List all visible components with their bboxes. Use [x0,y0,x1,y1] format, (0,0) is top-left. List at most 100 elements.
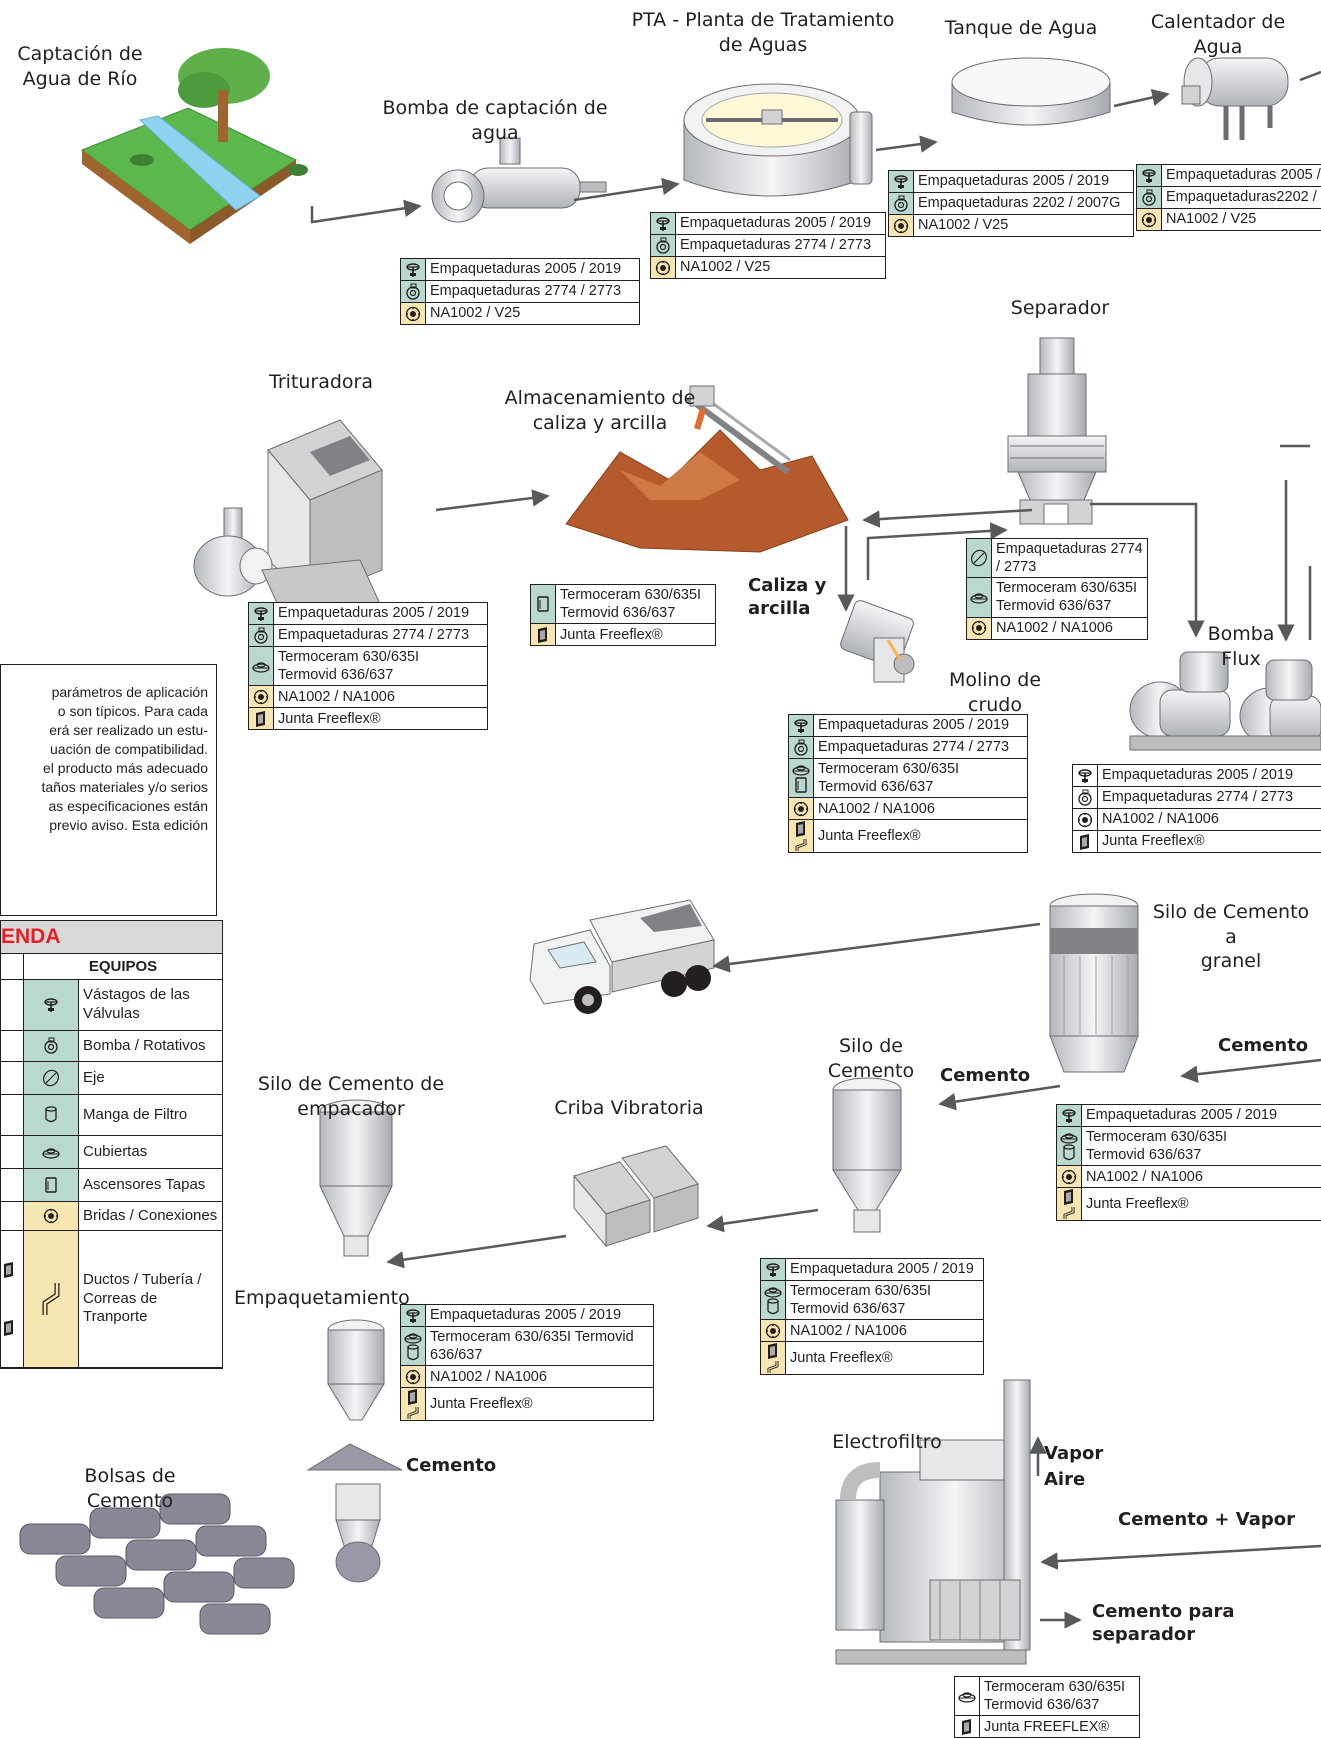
product-line: Termoceram 630/635I [560,587,702,603]
valve-stem-icon [401,1305,426,1326]
river-illustration [80,48,308,244]
legend-item: Cubiertas [1,1136,222,1169]
cover-bag-icon [1057,1127,1082,1166]
note-line: parámetros de aplicación [51,684,208,700]
legend-label: Bridas / Conexiones [83,1206,218,1224]
table-cell-product: Empaquetaduras 2774 / 2773 [676,235,875,256]
product-line: NA1002 / NA1006 [1086,1168,1203,1185]
pump-illustration-1 [431,137,607,223]
product-line: Termovid 636/637 [996,598,1112,615]
note-line: o son típicos. Para cada [57,703,208,719]
table-cell-product: Empaquetaduras 2774 / 2773 [426,281,625,302]
product-line: Junta Freeflex® [278,710,381,727]
table-cell-product: Empaquetaduras 2774 / 2773 [274,625,473,646]
flange-icon [761,1320,786,1342]
product-line: Junta Freeflex® [430,1396,533,1413]
legend-label: Ductos / Tubería / Correas de Tranporte [83,1270,202,1326]
table-row: Empaquetaduras 2005 / 2019 [249,603,487,624]
product-line: Termoceram 630/635I [278,649,420,665]
product-line: Empaquetaduras 2005 / 2019 [430,261,622,278]
bulk-silo-illustration [1049,893,1139,1073]
table-row: Empaquetaduras 2774/ 2773 [967,539,1147,578]
product-line: Termovid 636/637 [278,667,394,684]
table-row: NA1002 / V25 [401,302,639,324]
label-silo-granel: Silo de Cemento a granel [1152,901,1310,973]
legend-subheader: EQUIPOS [1,954,222,980]
table-row: Empaquetaduras2202 / [1137,186,1321,208]
pump-icon [1137,187,1162,208]
water-tank-illustration [951,57,1111,126]
table-row: NA1002 / NA1006 [789,797,1027,820]
separator-illustration [1007,337,1107,525]
legend-left-cell [1,1169,24,1201]
flange-icon [789,798,814,820]
flange-icon [1057,1166,1082,1188]
label-cemento-3: Cemento [406,1455,497,1476]
table-cell-product: Empaquetaduras 2774 / 2773 [1098,787,1297,808]
pump-icon [789,737,814,758]
valve-stem-icon [789,715,814,736]
legend-label: Cubiertas [83,1142,148,1160]
table-row: Junta Freeflex® [531,623,715,646]
product-line: Empaquetaduras 2774 [996,541,1143,557]
table-row: Empaquetaduras 2005 / 2019 [651,213,885,234]
product-line: Empaquetaduras 2005 / 2019 [680,215,872,232]
valve-stem-icon [401,259,426,280]
freeflex-icon [531,624,556,646]
product-line: Empaquetaduras 2005 / 2019 [1102,767,1294,784]
table-row: Empaquetaduras 2774 / 2773 [249,624,487,646]
disclaimer-note: parámetros de aplicación o son típicos. P… [0,664,217,916]
pump-icon [24,1031,79,1061]
table-cell-product: Junta Freeflex® [786,1342,897,1374]
label-captacion: Captación de Agua de Río [17,43,143,90]
freeflex-icon [249,708,274,730]
table-cell-product: Empaquetaduras 2774/ 2773 [992,539,1147,577]
legend-title: ENDA [1,921,222,954]
product-line: Empaquetaduras 2774 / 2773 [278,627,470,644]
product-line: Empaquetaduras 2774 / 2773 [818,739,1010,756]
label-pta: PTA - Planta de Tratamiento de Aguas [631,9,895,56]
label-tanque: Tanque de Agua [944,17,1098,39]
table-row: Junta Freeflex® [1073,830,1321,852]
table-cell-product: Empaquetaduras 2005 / 2019 [914,171,1113,192]
note-line: el producto más adecuado [43,760,208,776]
legend-label: Vástagos de las Válvulas [83,986,190,1022]
table-cell-product: NA1002 / NA1006 [1082,1166,1207,1187]
table-cell-product: NA1002 / NA1006 [992,618,1117,639]
table-cell-product: NA1002 / V25 [426,303,524,324]
table-cell-product: Empaquetaduras2202 / [1162,187,1321,208]
table-row: Junta Freeflex® [401,1387,653,1421]
product-line: NA1002 / NA1006 [278,688,395,705]
label-bolsas: Bolsas de Cemento [84,1465,176,1512]
product-line: Empaquetaduras2202 / [1166,189,1317,206]
product-line: Termoceram 630/635I [1086,1129,1228,1145]
label-calentador: Calentador de Agua [1150,11,1286,58]
table-cell-product: Junta Freeflex® [1098,831,1209,852]
note-line: uación de compatibilidad. [50,741,208,757]
table-cell-product: NA1002 / V25 [676,257,774,278]
flange-icon [651,257,676,278]
truck-illustration [529,899,715,1014]
legend-label: Ascensores Tapas [83,1175,206,1193]
water-heater-illustration [1181,57,1289,140]
product-line: Empaquetaduras 2774 / 2773 [680,237,872,254]
valve-stem-icon [1073,765,1098,786]
label-molino: Molino de crudo [948,669,1042,716]
pump-icon [401,281,426,302]
lift-cover-icon [531,585,556,624]
table-row: NA1002 / V25 [651,256,885,278]
treatment-plant-illustration [683,83,873,197]
product-line: Junta Freeflex® [818,828,921,845]
